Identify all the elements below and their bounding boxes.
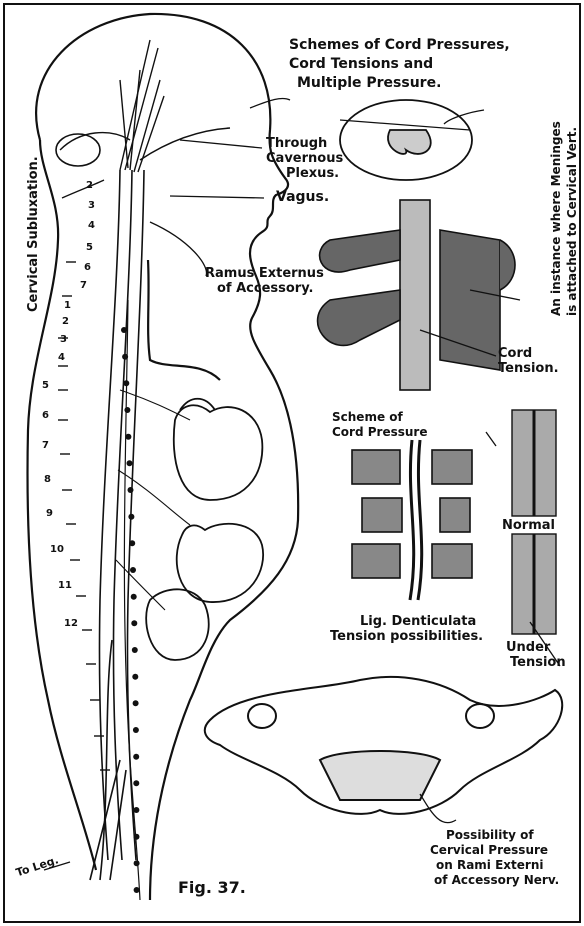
vertebra-cord-tension (318, 200, 515, 390)
cervical-number: 3 (88, 200, 95, 211)
title-line-3: Multiple Pressure. (289, 74, 510, 93)
leader-lines (44, 98, 560, 870)
dorsal-number: 8 (44, 474, 51, 485)
lig-line-1: Lig. Denticulata (330, 614, 483, 629)
cord-tension-label: Cord Tension. (498, 346, 559, 376)
dorsal-number: 6 (42, 410, 49, 421)
through-cavernous-label: Through Cavernous Plexus. (266, 136, 343, 181)
dorsal-number: 4 (58, 352, 65, 363)
figure-number: Fig. 37. (178, 880, 246, 895)
meninges-line-2: is attached to Cervical Vert. (564, 121, 580, 316)
ganglion-dot (128, 514, 134, 520)
under-line-2: Tension (506, 655, 566, 670)
cervical-number: 4 (88, 220, 95, 231)
organs (146, 399, 263, 660)
cervical-pressure-label: Possibility of Cervical Pressure on Rami… (430, 828, 559, 888)
cervical-number: 5 (86, 242, 93, 253)
ganglion-dot (131, 620, 137, 626)
ganglion-dot (122, 354, 128, 360)
ganglion-dot (125, 434, 131, 440)
dorsal-number: 3 (60, 334, 67, 345)
ganglion-dot (131, 594, 137, 600)
title-text: Schemes of Cord Pressures, Cord Tensions… (289, 36, 510, 93)
through-line-2: Cavernous (266, 151, 343, 166)
cervical-subluxation-label: Cervical Subluxation. (26, 156, 41, 312)
scheme-cord-pressure-label: Scheme of Cord Pressure (332, 410, 427, 440)
dorsal-number: 11 (58, 580, 72, 591)
dorsal-number: 9 (46, 508, 53, 519)
meninges-note-label: An instance where Meninges is attached t… (548, 121, 580, 316)
ganglion-dot (132, 674, 138, 680)
title-line-2: Cord Tensions and (289, 55, 510, 74)
ganglion-dot (134, 887, 140, 893)
cervical-pressure-line-1: Possibility of (430, 828, 559, 843)
ganglion-dot (129, 540, 135, 546)
cord-tension-line-2: Tension. (498, 361, 559, 376)
scheme-line-1: Scheme of (332, 410, 427, 425)
ramus-line-2: of Accessory. (205, 281, 324, 296)
ganglion-dot (134, 860, 140, 866)
ganglion-dot (133, 807, 139, 813)
cervical-pressure-line-3: on Rami Externi (430, 858, 559, 873)
bottom-vertebra (205, 677, 562, 814)
ganglion-dot (130, 567, 136, 573)
spinal-cord (90, 170, 144, 880)
scheme-line-2: Cord Pressure (332, 425, 427, 440)
ganglion-dot (132, 647, 138, 653)
ganglion-dot (133, 727, 139, 733)
ganglion-dot (133, 700, 139, 706)
ganglion-dot (134, 834, 140, 840)
ganglion-dot (133, 754, 139, 760)
ganglion-dot (127, 460, 133, 466)
ramus-line-1: Ramus Externus (205, 266, 324, 281)
cervical-pressure-line-2: Cervical Pressure (430, 843, 559, 858)
dorsal-number: 10 (50, 544, 64, 555)
vagus-label: Vagus. (276, 190, 329, 205)
ramus-externus-label: Ramus Externus of Accessory. (205, 266, 324, 296)
meninges-line-1: An instance where Meninges (548, 121, 564, 316)
lig-denticulata-label: Lig. Denticulata Tension possibilities. (330, 614, 483, 644)
cervical-number: 2 (86, 180, 93, 191)
ganglion-dot (123, 380, 129, 386)
cord-cross-section (340, 100, 472, 180)
under-tension-label: Under Tension (506, 640, 566, 670)
through-line-1: Through (266, 136, 343, 151)
cervical-number: 6 (84, 262, 91, 273)
dorsal-number: 12 (64, 618, 78, 629)
ganglion-dot (128, 487, 134, 493)
cord-tension-line-1: Cord (498, 346, 559, 361)
cervical-number: 7 (80, 280, 87, 291)
brain-nerves (60, 40, 230, 172)
orbit (56, 134, 100, 166)
lig-line-2: Tension possibilities. (330, 629, 483, 644)
dorsal-number: 2 (62, 316, 69, 327)
dorsal-number: 7 (42, 440, 49, 451)
cervical-pressure-line-4: of Accessory Nerv. (430, 873, 559, 888)
ganglion-dot (124, 407, 130, 413)
cord-pressure-scheme (352, 440, 472, 600)
under-line-1: Under (506, 640, 566, 655)
dorsal-number: 1 (64, 300, 71, 311)
ganglion-dot (133, 780, 139, 786)
normal-label: Normal (502, 518, 555, 533)
through-line-3: Plexus. (266, 166, 343, 181)
dorsal-number: 5 (42, 380, 49, 391)
title-line-1: Schemes of Cord Pressures, (289, 36, 510, 55)
ganglion-dot (121, 327, 127, 333)
